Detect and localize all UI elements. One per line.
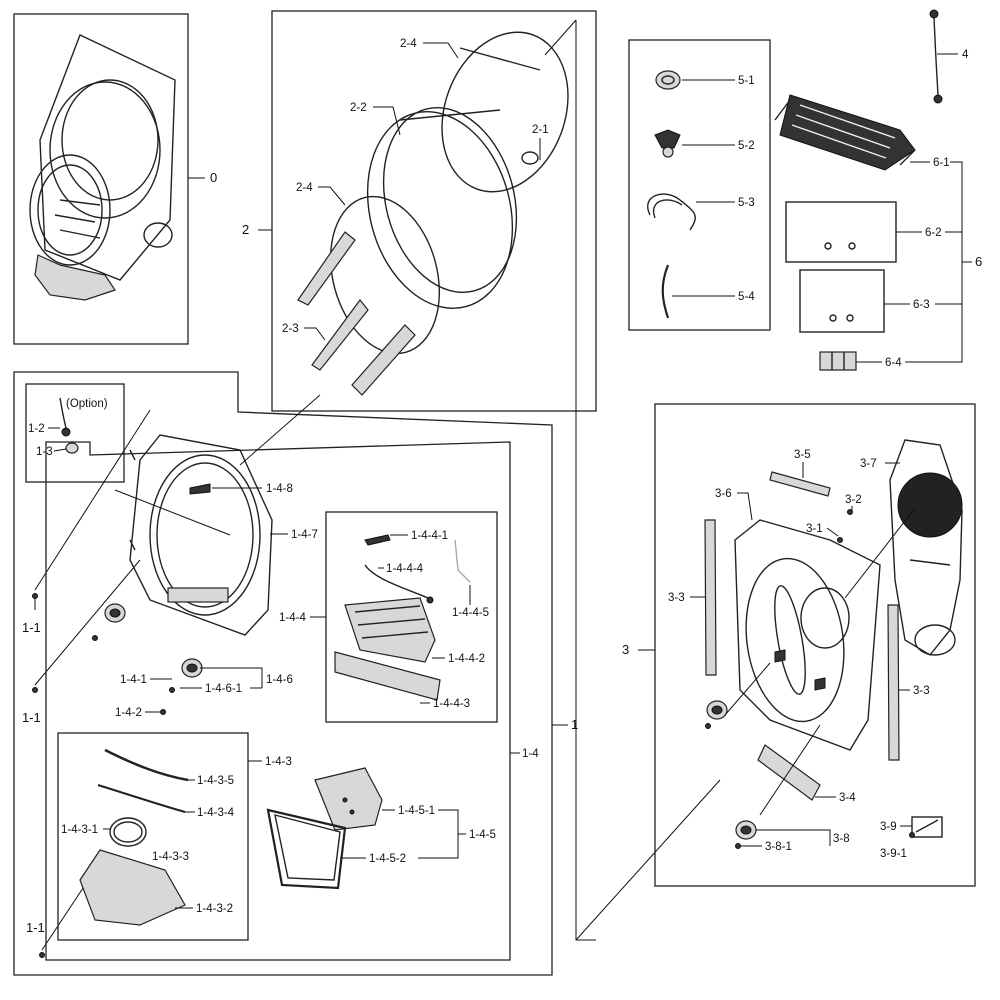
accessory-5-4 — [661, 264, 670, 319]
label-1-4-4: 1-4-4 — [279, 612, 306, 624]
label-3-5: 3-5 — [794, 449, 811, 461]
label-3: 3 — [622, 642, 629, 657]
panel-drum: 2 2-4 2-2 2-1 2-4 2-3 — [242, 10, 597, 412]
label-2: 2 — [242, 222, 249, 237]
part-3-9 — [909, 816, 943, 838]
front-frame-1-4-7 — [129, 434, 273, 636]
bracket-3-3-left — [704, 519, 717, 676]
part-3-4 — [757, 744, 821, 801]
label-1: 1 — [571, 717, 578, 732]
label-5-2: 5-2 — [738, 140, 755, 152]
label-2-2: 2-2 — [350, 102, 367, 114]
label-1-3: 1-3 — [36, 446, 53, 458]
plate-6-2 — [785, 201, 897, 263]
option-box: (Option) 1-2 1-3 — [25, 383, 125, 483]
label-2-1: 2-1 — [532, 124, 549, 136]
label-1-4-3-3: 1-4-3-3 — [152, 851, 189, 863]
panel-front-assembly: 1 (Option) 1-2 1-3 1-1 1-1 1-1 — [13, 371, 578, 976]
plate-6-3 — [799, 269, 885, 333]
label-1-1-mid: 1-1 — [22, 710, 41, 725]
accessory-5-3 — [647, 193, 696, 231]
screw-1-1-mid: 1-1 — [22, 687, 41, 725]
heater-6-1 — [774, 94, 916, 171]
label-1-4-3-4: 1-4-3-4 — [197, 807, 235, 819]
label-4: 4 — [962, 49, 969, 61]
label-3-7: 3-7 — [860, 458, 877, 470]
panel-accessories: 5-1 5-2 5-3 5-4 — [628, 39, 771, 331]
label-1-4-5-2: 1-4-5-2 — [369, 853, 406, 865]
leader-drum-to-front — [575, 20, 596, 941]
label-3-8: 3-8 — [833, 833, 850, 845]
label-1-4-7: 1-4-7 — [291, 529, 318, 541]
label-1-4-4-1: 1-4-4-1 — [411, 530, 448, 542]
housing-3-7 — [889, 439, 963, 656]
label-6-3: 6-3 — [913, 299, 930, 311]
label-3-2: 3-2 — [845, 494, 862, 506]
panel-rear-assembly: 3 3-6 3-5 3-7 3-2 3-1 — [622, 403, 976, 887]
rear-frame-3-6 — [734, 519, 881, 751]
label-1-4-3: 1-4-3 — [265, 756, 292, 768]
label-6-1: 6-1 — [933, 157, 950, 169]
label-3-8-1: 3-8-1 — [765, 841, 792, 853]
label-1-4-1: 1-4-1 — [120, 674, 147, 686]
label-2-4-top: 2-4 — [400, 38, 417, 50]
label-2-3: 2-3 — [282, 323, 299, 335]
foot-3-side — [705, 700, 728, 729]
label-5-4: 5-4 — [738, 291, 755, 303]
drum-illustration — [297, 31, 569, 396]
label-1-2: 1-2 — [28, 423, 45, 435]
label-3-9: 3-9 — [880, 821, 897, 833]
label-1-4-3-1: 1-4-3-1 — [61, 824, 98, 836]
label-6: 6 — [975, 254, 982, 269]
filter-1-4-5 — [266, 767, 383, 890]
label-1-4-4-5: 1-4-4-5 — [452, 607, 489, 619]
part-4-wire: 4 — [929, 9, 969, 104]
accessory-5-2 — [654, 129, 681, 158]
label-3-4: 3-4 — [839, 792, 856, 804]
label-1-4-3-5: 1-4-3-5 — [197, 775, 234, 787]
label-6-4: 6-4 — [885, 357, 902, 369]
screw-1-1-top: 1-1 — [22, 593, 41, 635]
label-1-1-bottom: 1-1 — [26, 920, 45, 935]
label-option: (Option) — [66, 398, 108, 410]
label-1-4: 1-4 — [522, 748, 539, 760]
screw-1-1-bottom: 1-1 — [26, 920, 45, 958]
label-1-4-4-4: 1-4-4-4 — [386, 563, 424, 575]
bracket-3-3-right — [887, 604, 900, 761]
label-2-4-left: 2-4 — [296, 182, 313, 194]
label-3-9-1: 3-9-1 — [880, 848, 907, 860]
label-5-3: 5-3 — [738, 197, 755, 209]
foot-1-4-6 — [92, 603, 203, 715]
label-6-2: 6-2 — [925, 227, 942, 239]
label-3-3-right: 3-3 — [913, 685, 930, 697]
label-1-4-4-3: 1-4-4-3 — [433, 698, 470, 710]
label-1-4-5: 1-4-5 — [469, 829, 496, 841]
label-3-6: 3-6 — [715, 488, 732, 500]
label-0: 0 — [210, 170, 217, 185]
foot-3-8 — [735, 820, 757, 849]
part-3-5 — [769, 471, 831, 497]
panel-assembly: 0 — [13, 13, 217, 345]
label-1-4-5-1: 1-4-5-1 — [398, 805, 435, 817]
label-1-1-top: 1-1 — [22, 620, 41, 635]
label-3-3-left: 3-3 — [668, 592, 685, 604]
label-3-1: 3-1 — [806, 523, 823, 535]
label-1-4-2: 1-4-2 — [115, 707, 142, 719]
label-1-4-6: 1-4-6 — [266, 674, 293, 686]
label-1-4-6-1: 1-4-6-1 — [205, 683, 242, 695]
label-1-4-3-2: 1-4-3-2 — [196, 903, 233, 915]
accessory-5-1 — [655, 70, 681, 90]
label-1-4-4-2: 1-4-4-2 — [448, 653, 485, 665]
label-1-4-8: 1-4-8 — [266, 483, 293, 495]
filter-housing-box: 1-4-4-1 1-4-4-4 1-4-4-5 1-4-4-2 1-4-4-3 — [325, 511, 498, 723]
connector-6-4 — [819, 351, 857, 371]
assembly-illustration — [29, 34, 176, 301]
duct-box: 1-4-3-5 1-4-3-4 1-4-3-1 1-4-3-3 1-4-3-2 — [57, 732, 249, 941]
label-5-1: 5-1 — [738, 75, 755, 87]
part-6-heater-group: 6-1 6-2 6-3 6-4 6 — [774, 94, 982, 371]
